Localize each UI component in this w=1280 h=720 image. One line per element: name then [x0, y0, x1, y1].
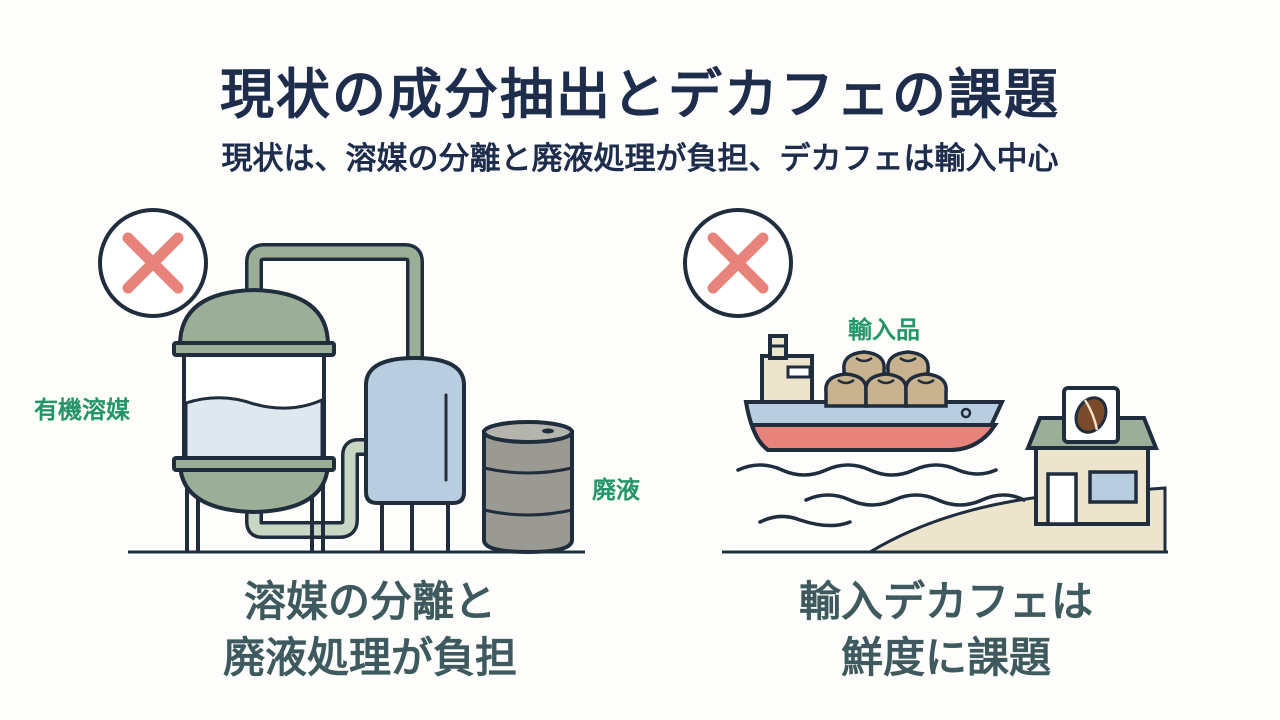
waste-barrel [482, 420, 574, 555]
cargo-ship [743, 334, 1006, 452]
right-caption-line-1: 輸入デカフェは [798, 577, 1093, 626]
left-panel-caption: 溶媒の分離と 廃液処理が負担 [150, 574, 590, 686]
connecting-pipe-bottom [245, 438, 372, 539]
right-panel-caption: 輸入デカフェは 鮮度に課題 [726, 574, 1166, 686]
sea-waves [736, 463, 1026, 528]
page-title: 現状の成分抽出とデカフェの課題 [220, 63, 1060, 126]
left-caption-line-2: 廃液処理が負担 [222, 633, 517, 682]
solvent-tank [172, 287, 336, 552]
connecting-pipe-top [245, 243, 424, 358]
left-caption-line-1: 溶媒の分離と [243, 577, 496, 626]
right-caption-line-2: 鮮度に課題 [840, 633, 1051, 682]
coffee-shop [1025, 386, 1159, 526]
x-mark-icon-right [683, 208, 793, 318]
imported-goods-label: 輸入品 [848, 316, 920, 344]
coffee-bean-icon [1074, 396, 1108, 434]
x-mark-icon-left [98, 208, 208, 318]
separation-vessel [364, 355, 466, 552]
organic-solvent-label: 有機溶媒 [34, 396, 130, 424]
waste-liquid-label: 廃液 [592, 476, 640, 504]
page-subtitle: 現状は、溶媒の分離と廃液処理が負担、デカフェは輸入中心 [221, 141, 1059, 177]
